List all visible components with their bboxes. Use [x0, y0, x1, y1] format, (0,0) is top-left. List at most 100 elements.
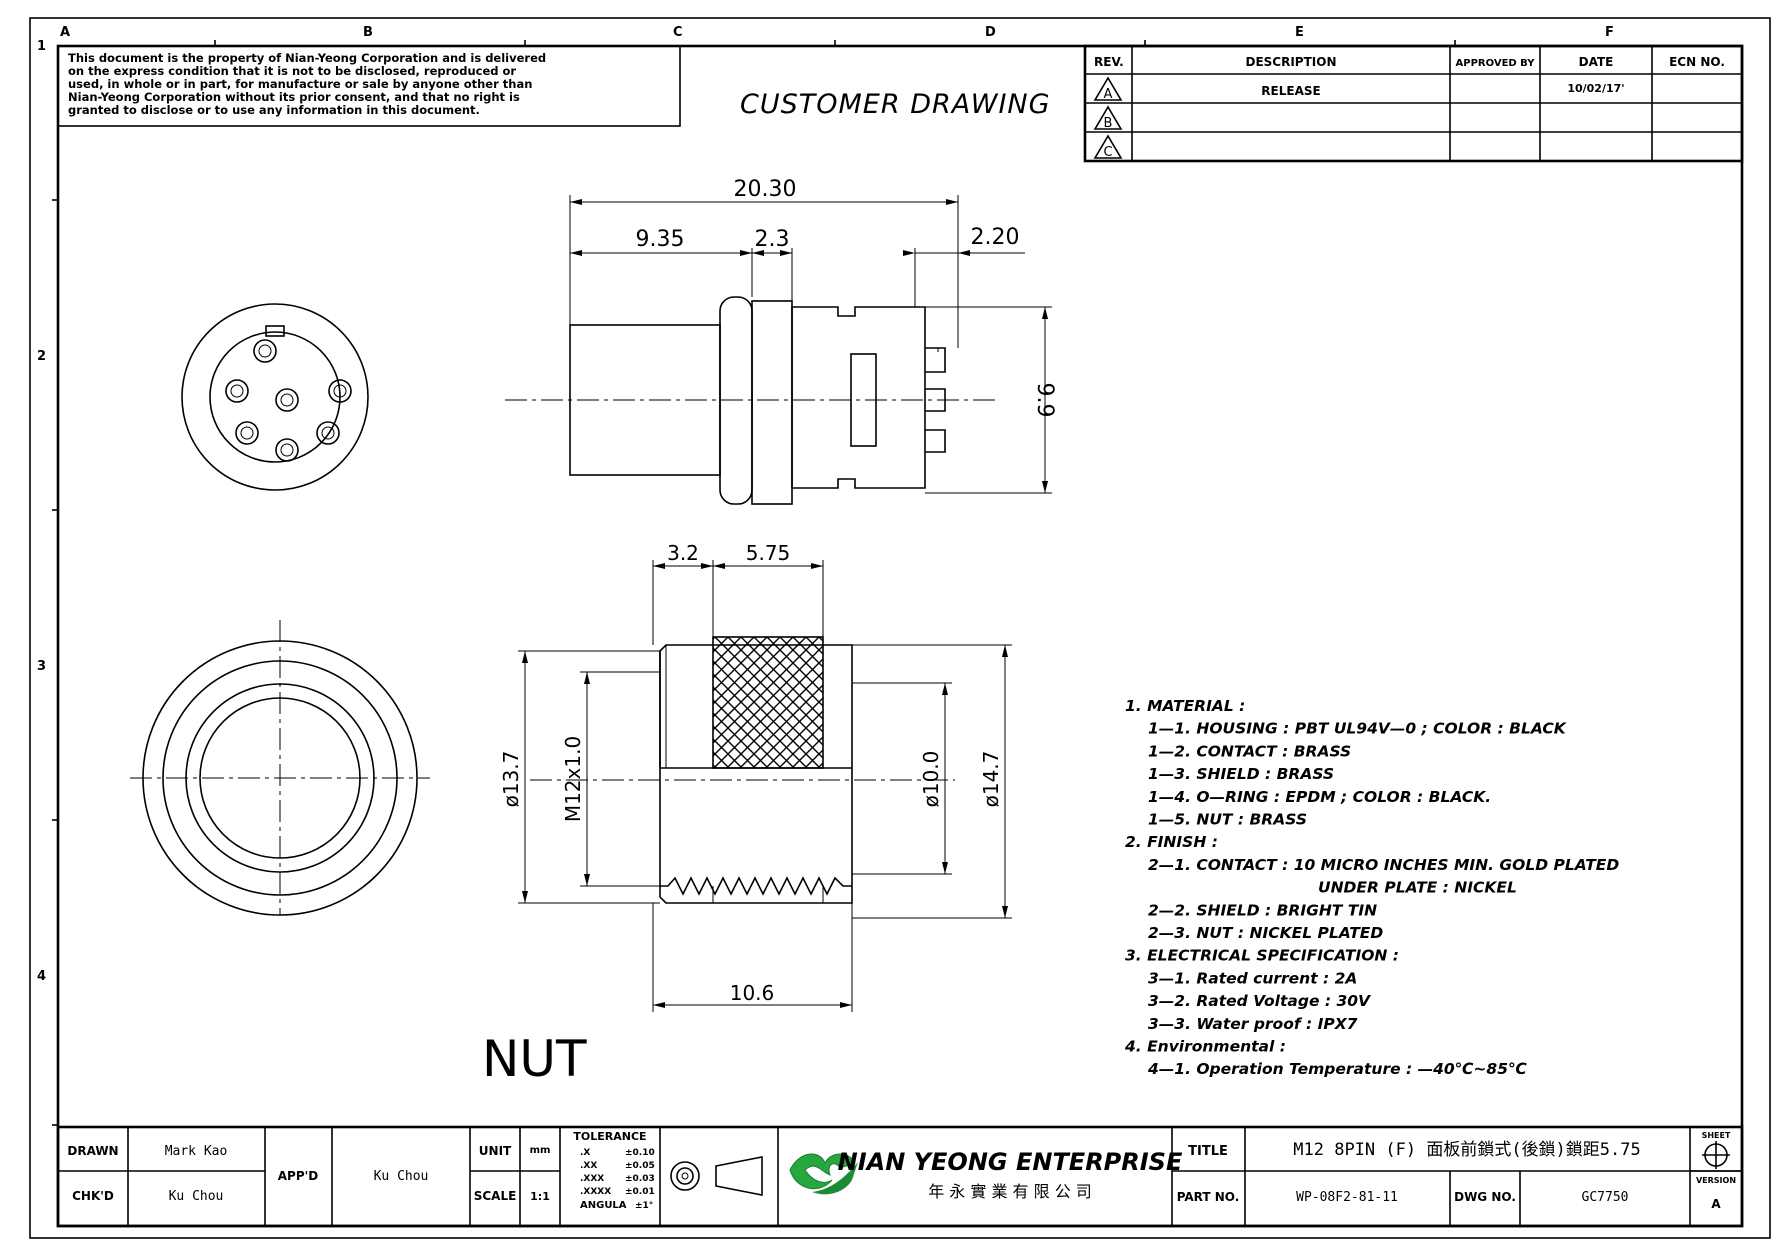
dwg-value: GC7750: [1582, 1190, 1629, 1205]
nut-front-view: [130, 620, 430, 916]
date-header: DATE: [1579, 55, 1614, 69]
tol-fmt: .X: [580, 1148, 590, 1158]
spec-line: 1—5. NUT : BRASS: [1148, 811, 1307, 829]
grid-row-2: 2: [37, 349, 46, 364]
dwg-label: DWG NO.: [1454, 1190, 1516, 1204]
spec-line: 3—3. Water proof : IPX7: [1148, 1015, 1358, 1033]
tol-val: ±0.03: [625, 1174, 655, 1184]
tol-val: ±0.05: [625, 1161, 655, 1171]
company-name: NIAN YEONG ENTERPRISE: [838, 1148, 1183, 1176]
grid-col-c: C: [673, 25, 683, 40]
dim-nut-5-75: 5.75: [746, 541, 791, 565]
spec-line: UNDER PLATE : NICKEL: [1318, 879, 1517, 897]
tol-fmt: .XX: [580, 1161, 597, 1171]
connector-front-view: [181, 303, 369, 491]
version-value: A: [1711, 1197, 1721, 1211]
chkd-label: CHK'D: [72, 1189, 114, 1203]
nut-section-view: [530, 636, 955, 904]
drawn-by: Mark Kao: [165, 1144, 228, 1159]
outer-border: [29, 17, 1771, 1239]
spec-line: 1. MATERIAL :: [1125, 697, 1245, 715]
scale-label: SCALE: [474, 1189, 517, 1203]
description-header: DESCRIPTION: [1245, 55, 1336, 69]
notice-line: This document is the property of Nian-Ye…: [68, 51, 546, 65]
rev-c-label: C: [1103, 145, 1112, 160]
dim-2-3: 2.3: [755, 227, 790, 252]
drawn-label: DRAWN: [67, 1144, 118, 1158]
dim-dia-10-0: ø10.0: [919, 751, 943, 808]
grid-ticks: [52, 40, 1456, 1126]
notice-line: used, in whole or in part, for manufactu…: [68, 77, 532, 91]
spec-line: 4—1. Operation Temperature : —40℃~85℃: [1147, 1060, 1527, 1078]
notice-line: granted to disclose or to use any inform…: [68, 103, 480, 117]
part-label: PART NO.: [1177, 1190, 1240, 1204]
ecn-header: ECN NO.: [1669, 55, 1725, 69]
rev-a-triangle-icon: [1093, 76, 1123, 101]
spec-line: 1—1. HOUSING : PBT UL94V—0 ; COLOR : BLA…: [1148, 720, 1567, 738]
version-label: VERSION: [1696, 1176, 1736, 1185]
dim-nut-length: 10.6: [730, 981, 775, 1005]
title-value: M12 8PIN (F) 面板前鎖式(後鎖)鎖距5.75: [1293, 1140, 1640, 1160]
dim-height: 9.9: [1032, 383, 1057, 418]
company-chinese-name: 年 永 實 業 有 限 公 司: [928, 1182, 1092, 1201]
rev-header: REV.: [1094, 55, 1124, 69]
spec-line: 1—2. CONTACT : BRASS: [1148, 742, 1351, 760]
revision-table: REV. DESCRIPTION APPROVED BY DATE ECN NO…: [1083, 44, 1744, 163]
title-block: DRAWN Mark Kao CHK'D Ku Chou APP'D Ku Ch…: [56, 1125, 1744, 1228]
tol-fmt: ANGULA: [580, 1200, 627, 1211]
unit-label: UNIT: [479, 1144, 512, 1158]
unit-value: mm: [530, 1145, 551, 1156]
specifications-list: 1. MATERIAL : 1—1. HOUSING : PBT UL94V—0 …: [1124, 697, 1619, 1078]
spec-line: 1—3. SHIELD : BRASS: [1148, 765, 1334, 783]
spec-line: 3—2. Rated Voltage : 30V: [1148, 992, 1372, 1010]
dim-2-20: 2.20: [971, 225, 1020, 250]
grid-col-d: D: [985, 25, 996, 40]
side-view-dimensions: 20.30 9.35 2.3 2.20 9.9: [569, 177, 1057, 494]
spec-line: 1—4. O—RING : EPDM ; COLOR : BLACK.: [1148, 788, 1491, 806]
title-label: TITLE: [1188, 1144, 1228, 1159]
chkd-by: Ku Chou: [169, 1189, 224, 1204]
tolerance-label: TOLERANCE: [573, 1130, 646, 1143]
grid-row-1: 1: [37, 39, 46, 54]
rev-a-description: RELEASE: [1261, 84, 1320, 98]
approved-header: APPROVED BY: [1456, 58, 1536, 69]
tol-val: ±0.01: [625, 1187, 655, 1197]
dim-9-35: 9.35: [636, 227, 685, 252]
grid-row-3: 3: [37, 659, 46, 674]
spec-line: 3. ELECTRICAL SPECIFICATION :: [1125, 947, 1399, 965]
confidentiality-notice: This document is the property of Nian-Ye…: [57, 45, 681, 127]
tol-fmt: .XXXX: [580, 1187, 611, 1197]
dim-nut-3-2: 3.2: [667, 541, 699, 565]
appd-label: APP'D: [278, 1169, 319, 1183]
spec-line: 3—1. Rated current : 2A: [1148, 969, 1357, 987]
tol-val: ±0.10: [625, 1148, 655, 1158]
connector-side-view: [505, 296, 1000, 505]
dim-thread: M12x1.0: [561, 736, 585, 822]
tol-fmt: .XXX: [580, 1174, 604, 1184]
rev-c-triangle-icon: [1093, 134, 1123, 159]
part-value: WP-08F2-81-11: [1296, 1190, 1398, 1205]
inner-border: [56, 44, 1744, 1228]
rev-a-date: 10/02/17': [1567, 82, 1624, 95]
tol-val: ±1°: [635, 1201, 653, 1211]
grid-col-f: F: [1605, 25, 1614, 40]
sheet-label: SHEET: [1702, 1131, 1731, 1140]
dim-dia-13-7: ø13.7: [499, 751, 523, 808]
sheet-marker-icon: [1702, 1141, 1730, 1169]
grid-col-a: A: [60, 25, 70, 40]
third-angle-projection-icon: [670, 1156, 763, 1196]
drawing-type-title: CUSTOMER DRAWING: [740, 89, 1051, 120]
appd-by: Ku Chou: [374, 1169, 429, 1184]
notice-line: on the express condition that it is not …: [68, 64, 516, 78]
spec-line: 4. Environmental :: [1124, 1038, 1286, 1056]
notice-line: Nian-Yeong Corporation without its prior…: [68, 90, 520, 104]
spec-line: 2—2. SHIELD : BRIGHT TIN: [1148, 901, 1377, 919]
company-logo: [789, 1153, 858, 1195]
rev-a-label: A: [1104, 87, 1113, 102]
grid-col-e: E: [1295, 25, 1304, 40]
dim-overall-length: 20.30: [734, 177, 797, 202]
rev-b-triangle-icon: [1093, 105, 1123, 130]
spec-line: 2. FINISH :: [1125, 833, 1218, 851]
nut-dimensions: 3.2 5.75 10.6 ø13.7 M12x1.0 ø10.0 ø14.7: [499, 541, 1012, 1012]
